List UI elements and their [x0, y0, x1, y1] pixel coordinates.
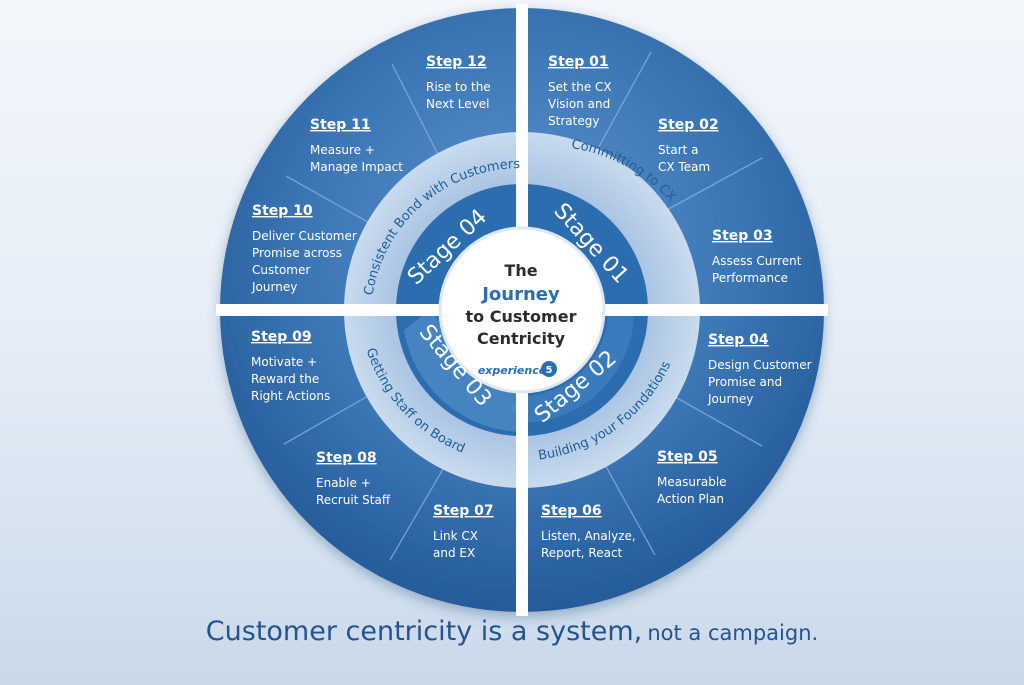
svg-text:Step 08: Step 08	[316, 450, 377, 466]
step-04: Step 04 Design Customer Promise and Jour…	[707, 332, 812, 406]
center-circle	[438, 226, 606, 394]
tagline: Customer centricity is a system, not a c…	[0, 616, 1024, 647]
svg-text:Listen, Analyze,: Listen, Analyze,	[541, 529, 636, 543]
step-02: Step 02 Start a CX Team	[658, 117, 719, 174]
svg-text:Journey: Journey	[251, 280, 297, 294]
tagline-main: Customer centricity is a system,	[205, 616, 643, 647]
svg-text:Promise and: Promise and	[708, 375, 782, 389]
customer-journey-wheel: The Journey to Customer Centricity exper…	[220, 8, 824, 612]
svg-text:and EX: and EX	[433, 546, 475, 560]
svg-text:experience: experience	[478, 364, 547, 377]
svg-text:CX Team: CX Team	[658, 160, 710, 174]
svg-text:5: 5	[546, 365, 553, 376]
svg-text:Motivate +: Motivate +	[251, 355, 317, 369]
svg-text:Action Plan: Action Plan	[657, 492, 724, 506]
svg-text:Strategy: Strategy	[548, 114, 599, 128]
svg-text:Step 12: Step 12	[426, 54, 487, 70]
tagline-rest: not a campaign.	[647, 621, 819, 645]
svg-text:Recruit Staff: Recruit Staff	[316, 493, 391, 507]
center-line-3: to Customer	[466, 307, 577, 326]
stage-03-arrow	[404, 310, 522, 432]
svg-text:Right Actions: Right Actions	[251, 389, 330, 403]
svg-text:Journey: Journey	[707, 392, 753, 406]
svg-text:Promise across: Promise across	[252, 246, 342, 260]
svg-text:Manage Impact: Manage Impact	[310, 160, 403, 174]
svg-text:Link CX: Link CX	[433, 529, 478, 543]
svg-text:Step 03: Step 03	[712, 228, 773, 244]
svg-text:Design Customer: Design Customer	[708, 358, 812, 372]
svg-text:Vision and: Vision and	[548, 97, 610, 111]
svg-text:Step 04: Step 04	[708, 332, 769, 348]
step-07: Step 07 Link CX and EX	[433, 503, 494, 560]
svg-text:Step 05: Step 05	[657, 449, 718, 465]
step-12: Step 12 Rise to the Next Level	[426, 54, 491, 111]
svg-text:Step 06: Step 06	[541, 503, 602, 519]
svg-text:Step 02: Step 02	[658, 117, 719, 133]
center-line-1: The	[504, 261, 537, 280]
svg-text:Customer: Customer	[252, 263, 310, 277]
svg-text:Measure +: Measure +	[310, 143, 375, 157]
svg-text:Start a: Start a	[658, 143, 698, 157]
step-05: Step 05 Measurable Action Plan	[657, 449, 727, 506]
center-line-4: Centricity	[477, 329, 566, 348]
svg-text:Report, React: Report, React	[541, 546, 623, 560]
svg-text:Step 01: Step 01	[548, 54, 609, 70]
svg-text:Measurable: Measurable	[657, 475, 727, 489]
stage-02-arrow	[510, 310, 635, 422]
svg-text:Performance: Performance	[712, 271, 788, 285]
step-dividers	[283, 51, 763, 561]
step-01: Step 01 Set the CX Vision and Strategy	[548, 54, 612, 128]
svg-text:Step 09: Step 09	[251, 329, 312, 345]
step-11: Step 11 Measure + Manage Impact	[310, 117, 403, 174]
svg-text:Next Level: Next Level	[426, 97, 489, 111]
step-06: Step 06 Listen, Analyze, Report, React	[541, 503, 636, 560]
svg-text:Reward the: Reward the	[251, 372, 319, 386]
svg-text:Deliver Customer: Deliver Customer	[252, 229, 357, 243]
brand-logo: experience 5	[478, 361, 557, 377]
step-09: Step 09 Motivate + Reward the Right Acti…	[251, 329, 330, 403]
svg-text:Assess Current: Assess Current	[712, 254, 802, 268]
svg-text:Step 10: Step 10	[252, 203, 313, 219]
step-10: Step 10 Deliver Customer Promise across …	[251, 203, 357, 294]
step-08: Step 08 Enable + Recruit Staff	[316, 450, 391, 507]
step-03: Step 03 Assess Current Performance	[712, 228, 802, 285]
svg-text:Set the CX: Set the CX	[548, 80, 612, 94]
svg-text:Step 11: Step 11	[310, 117, 371, 133]
center-title: Journey	[480, 284, 560, 305]
svg-text:Step 07: Step 07	[433, 503, 494, 519]
svg-text:Enable +: Enable +	[316, 476, 371, 490]
svg-text:Rise to the: Rise to the	[426, 80, 491, 94]
